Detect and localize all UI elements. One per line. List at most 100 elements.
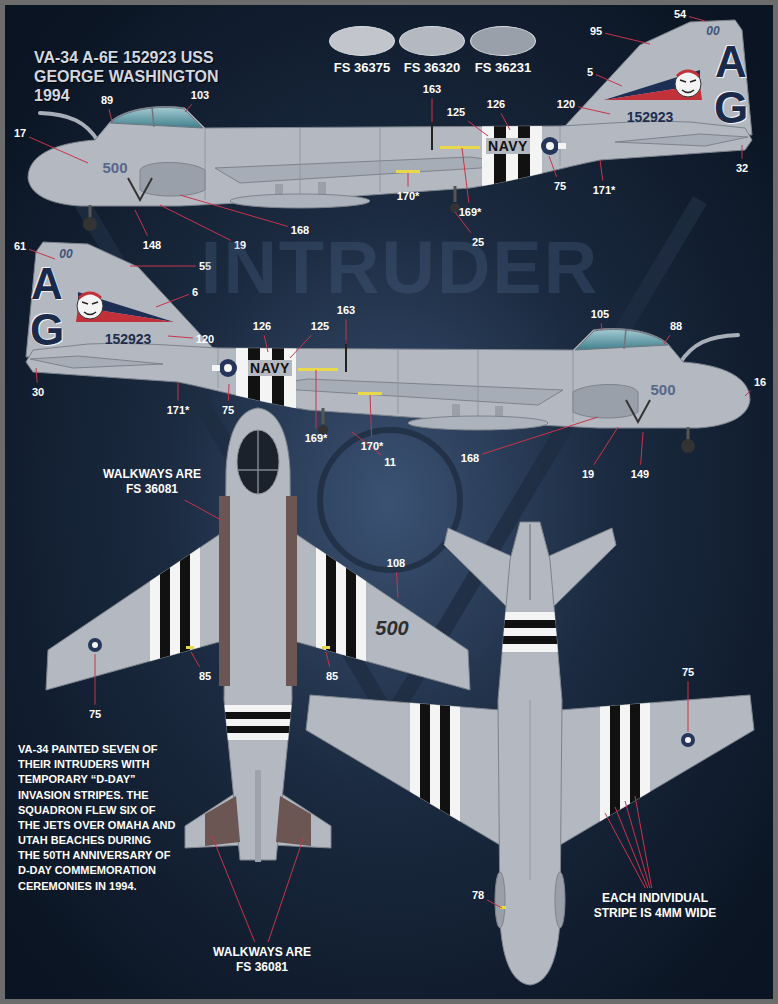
callout-number: 171* — [593, 184, 616, 197]
leader-line — [501, 113, 510, 130]
tail-code: G — [30, 308, 64, 352]
invasion-stripe — [190, 520, 200, 700]
leader-line — [135, 210, 147, 236]
callout-number: 125 — [311, 320, 329, 333]
leader-line — [689, 17, 705, 21]
legend-item: FS 36231 — [458, 26, 548, 75]
intake — [555, 872, 565, 928]
leader-line — [600, 160, 603, 181]
invasion-stripe — [450, 680, 460, 860]
callout-number: 108 — [387, 557, 405, 570]
invasion-stripe — [495, 628, 565, 636]
callout-number: 171* — [167, 404, 190, 417]
canopy — [237, 430, 279, 494]
invasion-stripe — [180, 520, 190, 700]
roundel — [681, 733, 695, 747]
callout-number: 75 — [89, 708, 101, 721]
invasion-stripe — [600, 680, 610, 860]
serial-number: 152923 — [105, 331, 152, 347]
invasion-stripe — [220, 726, 296, 733]
invasion-stripe — [495, 644, 565, 652]
legend-text: FS 36231 — [475, 60, 531, 75]
leader-line — [482, 417, 598, 454]
stabilizer — [271, 790, 331, 848]
callout-number: 61 — [14, 240, 26, 253]
invasion-stripe — [220, 719, 296, 726]
callout-number: 75 — [222, 404, 234, 417]
invasion-stripe — [170, 520, 180, 700]
invasion-stripe — [346, 520, 356, 700]
callout-number: 75 — [682, 666, 694, 679]
callout-number: 126 — [253, 320, 271, 333]
intake — [495, 872, 505, 928]
leader-line — [596, 75, 622, 86]
walkway — [205, 796, 240, 846]
leader-line — [594, 427, 618, 465]
leader-line — [212, 836, 255, 942]
stabilizer — [185, 790, 245, 848]
invasion-stripe — [430, 680, 440, 860]
yellow-mark — [186, 646, 194, 649]
badge-watermark — [320, 430, 460, 570]
bottom-view — [306, 522, 754, 985]
leader-line — [264, 335, 268, 352]
tail-code: A — [31, 262, 63, 306]
color-swatch — [329, 26, 395, 56]
invasion-stripe — [610, 680, 620, 860]
invasion-stripe — [630, 680, 640, 860]
leader-line — [316, 370, 317, 429]
callout-number: 126 — [487, 98, 505, 111]
callout-number: 149 — [631, 468, 649, 481]
callout-number: 169* — [305, 432, 328, 445]
yellow-mark — [322, 646, 330, 649]
leader-line — [664, 335, 670, 344]
serial-number: 152923 — [627, 109, 674, 125]
roundel — [681, 733, 695, 747]
leader-line — [742, 145, 743, 159]
callout-number: 75 — [554, 180, 566, 193]
invasion-stripe — [495, 620, 565, 628]
roundel — [88, 638, 102, 652]
callout-number: 17 — [14, 127, 26, 140]
invasion-stripe — [495, 612, 565, 620]
leader-line — [185, 500, 221, 520]
invasion-stripe — [495, 612, 565, 652]
leader-line — [370, 395, 372, 437]
leader-line — [185, 104, 192, 112]
panel-line — [530, 700, 531, 880]
callout-number: 89 — [101, 94, 113, 107]
walkway — [286, 496, 297, 686]
invasion-stripe — [150, 520, 366, 700]
leader-line — [549, 156, 557, 177]
leader-line — [178, 382, 179, 401]
callout-number: 19 — [582, 468, 594, 481]
callout-number: 103 — [191, 89, 209, 102]
callout-number: 5 — [587, 66, 593, 79]
callout-number: 54 — [674, 8, 686, 21]
callout-number: 95 — [590, 25, 602, 38]
callout-number: 163 — [423, 83, 441, 96]
callout-number: 168 — [461, 452, 479, 465]
leader-line — [326, 652, 330, 667]
tail-fin — [529, 524, 531, 600]
leader-line — [487, 900, 502, 908]
leader-line — [641, 432, 643, 465]
leader-line — [432, 98, 433, 122]
callout-number: 148 — [143, 239, 161, 252]
leader-line — [109, 109, 112, 122]
leader-line — [130, 266, 196, 267]
leader-line — [36, 368, 37, 383]
walkway — [219, 496, 230, 686]
leader-line — [688, 681, 689, 732]
leader-line — [156, 294, 189, 307]
leader-line — [745, 391, 751, 396]
tail-code: G — [714, 86, 748, 130]
navy-marking: NAVY — [248, 360, 292, 376]
invasion-stripe — [420, 680, 430, 860]
leader-line — [228, 384, 230, 401]
walkway — [276, 796, 311, 846]
background — [5, 5, 773, 999]
leader-line — [601, 323, 603, 330]
callout-number: 16 — [754, 376, 766, 389]
